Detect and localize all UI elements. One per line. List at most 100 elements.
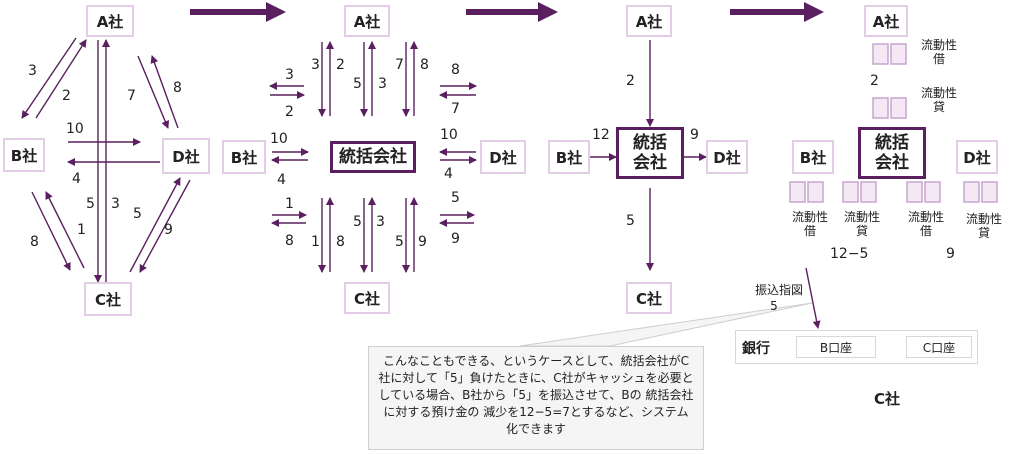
panel2-company-a: A社 [344, 5, 390, 37]
panel1-company-b: B社 [3, 138, 45, 172]
p2-b-top-1: 3 [285, 67, 294, 83]
p2-b-bot-2: 8 [285, 233, 294, 249]
hub-line1: 統括 [633, 133, 667, 153]
company-b-label: B社 [799, 148, 827, 167]
book-icon-a-lend [872, 97, 907, 119]
panel3-company-c: C社 [626, 282, 672, 314]
company-c-label: C社 [353, 289, 380, 308]
p2-a-left-1: 3 [311, 57, 320, 73]
panel2-hub: 統括会社 [330, 141, 416, 173]
p1-value-c-a: 3 [111, 196, 120, 212]
p1-value-b-d: 10 [66, 121, 84, 137]
panel1-company-a: A社 [86, 5, 134, 37]
account-c: C口座 [906, 336, 972, 358]
p3-value-c: 5 [626, 213, 635, 229]
panel1-arrows [21, 37, 191, 283]
panel1-company-c: C社 [84, 282, 132, 316]
book-icon-c-borrow [906, 181, 941, 203]
company-b-label: B社 [230, 148, 258, 167]
company-d-label: D社 [172, 147, 200, 166]
company-d-label: D社 [489, 148, 517, 167]
p1-value-b-a: 3 [28, 63, 37, 79]
p3-value-d: 9 [690, 127, 699, 143]
p4-hub-borrow-label: 流動性 借 [907, 210, 944, 238]
p2-c-mid-2: 3 [376, 214, 385, 230]
p4-a-value: 2 [870, 73, 879, 89]
p2-d-top-2: 7 [451, 101, 460, 117]
book-icon-a-borrow [872, 43, 907, 65]
p2-c-right-1: 5 [395, 234, 404, 250]
p2-a-right-2: 8 [420, 57, 429, 73]
panel3-company-d: D社 [706, 140, 748, 174]
transfer-instruction-amount: 5 [770, 299, 778, 313]
transfer-instruction-title: 振込指図 [754, 283, 803, 297]
p2-b-mid-1: 10 [270, 131, 288, 147]
panel3-arrows [590, 40, 707, 271]
company-a-label: A社 [96, 12, 124, 31]
company-c-label: C社 [873, 389, 900, 408]
book-icon-d-lend [963, 181, 998, 203]
p4-a-borrow-label: 流動性 借 [920, 38, 957, 66]
p4-hub-lend-label: 流動性 貸 [843, 210, 880, 238]
p2-d-bot-1: 5 [451, 190, 460, 206]
p1-value-c-d: 5 [133, 206, 142, 222]
p1-value-c-b: 1 [77, 222, 86, 238]
company-a-label: A社 [635, 12, 663, 31]
p2-d-mid-2: 4 [444, 166, 453, 182]
p2-d-top-1: 8 [451, 62, 460, 78]
p2-a-mid-1: 5 [353, 76, 362, 92]
p2-c-left-1: 1 [311, 234, 320, 250]
panel4-company-b: B社 [792, 140, 834, 174]
explanation-callout: こんなこともできる、というケースとして、統括会社がC社に対して「5」負けたときに… [368, 346, 704, 450]
hub-line2: 会社 [875, 153, 909, 173]
panel3-company-a: A社 [626, 5, 672, 37]
company-b-label: B社 [10, 146, 38, 165]
hub-line2: 会社 [633, 153, 667, 173]
p4-a-lend-label: 流動性 貸 [920, 86, 957, 114]
p3-value-b: 12 [592, 127, 610, 143]
p1-value-a-d: 7 [127, 88, 136, 104]
book-icon-b-borrow [789, 181, 824, 203]
p1-value-d-c: 9 [164, 222, 173, 238]
panel2-arrows [269, 41, 477, 273]
panel2-company-c: C社 [344, 282, 390, 314]
company-a-label: A社 [872, 12, 900, 31]
hub-label: 統括会社 [339, 147, 407, 167]
p4-b-value: 12−5 [830, 246, 869, 262]
p2-d-mid-1: 10 [440, 127, 458, 143]
panel3-hub: 統括会社 [616, 127, 684, 179]
company-a-label: A社 [353, 12, 381, 31]
step-arrow-1 [190, 2, 286, 22]
p2-b-bot-1: 1 [285, 196, 294, 212]
panel4-company-d: D社 [956, 140, 998, 174]
panel2-company-d: D社 [480, 140, 526, 174]
p2-b-mid-2: 4 [277, 172, 286, 188]
company-c-label: C社 [94, 290, 121, 309]
panel1-company-d: D社 [162, 138, 210, 174]
p2-a-mid-2: 3 [378, 76, 387, 92]
account-b: B口座 [796, 336, 876, 358]
book-icon-c-lend [842, 181, 877, 203]
p1-value-d-b: 4 [72, 171, 81, 187]
p4-d-value: 9 [946, 246, 955, 262]
company-b-label: B社 [555, 148, 583, 167]
p2-c-left-2: 8 [336, 234, 345, 250]
p2-c-mid-1: 5 [353, 214, 362, 230]
company-c-label: C社 [635, 289, 662, 308]
hub-line1: 統括 [875, 133, 909, 153]
p1-value-d-a: 8 [173, 80, 182, 96]
p3-value-a: 2 [626, 73, 635, 89]
p1-value-a-b: 2 [62, 88, 71, 104]
p1-value-a-c: 5 [86, 196, 95, 212]
step-arrow-2 [466, 2, 558, 22]
panel4-hub: 統括会社 [858, 127, 926, 179]
bank-label: 銀行 [742, 341, 770, 357]
p2-c-right-2: 9 [418, 234, 427, 250]
p2-d-bot-2: 9 [451, 231, 460, 247]
panel4-company-c: C社 [862, 384, 912, 412]
company-d-label: D社 [963, 148, 991, 167]
hub-label-stacked: 統括会社 [633, 133, 667, 173]
panel2-company-b: B社 [222, 140, 266, 174]
